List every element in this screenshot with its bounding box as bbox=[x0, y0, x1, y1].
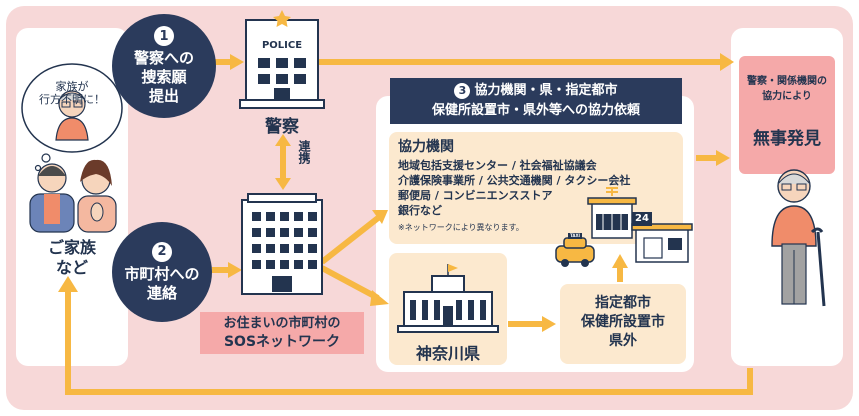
step1-line3: 提出 bbox=[148, 87, 179, 105]
other-cities-line3: 県外 bbox=[609, 333, 637, 349]
result-line1: 警察・関係機関の bbox=[747, 76, 827, 87]
step3-line1: 協力機関・県・指定都市 bbox=[474, 83, 618, 98]
thought-bubble-line1: 家族が bbox=[55, 80, 89, 93]
prefecture-building bbox=[397, 264, 499, 333]
step1-line1: 警察への bbox=[133, 49, 194, 67]
partners-line3: 郵便局 / コンビニエンスストア bbox=[398, 189, 553, 202]
arrow-city-prefecture bbox=[320, 265, 380, 301]
thought-bubble-line2: 行方不明に！ bbox=[39, 93, 105, 106]
other-cities-label: 指定都市 保健所設置市 県外 bbox=[560, 294, 686, 351]
step2-number: 2 bbox=[152, 241, 172, 262]
result-headline: 無事発見 bbox=[753, 129, 821, 149]
arrow-city-partners bbox=[320, 215, 380, 265]
family-label: ご家族 など bbox=[16, 238, 128, 278]
step1-line2: 捜索願 bbox=[141, 68, 187, 86]
city-hall-building bbox=[241, 193, 323, 295]
step3-line2: 保健所設置市・県外等への協力依頼 bbox=[431, 103, 640, 118]
family-illustration bbox=[29, 159, 117, 233]
partners-note: ※ネットワークにより異なります。 bbox=[398, 223, 524, 232]
other-cities-box bbox=[560, 284, 686, 364]
result-line2: 協力により bbox=[762, 91, 812, 102]
prefecture-label: 神奈川県 bbox=[415, 344, 480, 363]
partners-line1: 地域包括支援センター / 社会福祉協議会 bbox=[398, 159, 597, 172]
police-building bbox=[239, 10, 325, 109]
post-office-illustration bbox=[587, 187, 637, 239]
link-label: 連携 bbox=[297, 140, 311, 164]
step1-number: 1 bbox=[154, 26, 174, 46]
city-label-line1: お住まいの市町村の bbox=[223, 316, 341, 331]
police-label: 警察 bbox=[265, 117, 299, 137]
family-label-line1: ご家族 bbox=[47, 238, 96, 257]
convenience-store-illustration bbox=[631, 212, 693, 263]
partners-line4: 銀行など bbox=[398, 204, 442, 217]
taxi-sign: TAXI bbox=[569, 233, 581, 238]
other-cities-line2: 保健所設置市 bbox=[581, 314, 665, 330]
step1-circle: 1 警察への 捜索願 提出 bbox=[112, 14, 216, 118]
partners-line2: 介護保険事業所 / 公共交通機関 / タクシー会社 bbox=[398, 174, 631, 187]
step2-line1: 市町村への bbox=[124, 264, 200, 283]
store-sign: 24 bbox=[635, 213, 649, 224]
thought-bubble-text: 家族が 行方不明に！ bbox=[30, 80, 114, 106]
other-cities-line1: 指定都市 bbox=[595, 295, 651, 311]
result-caption: 警察・関係機関の 協力により bbox=[739, 74, 835, 104]
police-sign: POLICE bbox=[261, 40, 303, 51]
thought-bubble bbox=[21, 63, 123, 172]
city-label-box: お住まいの市町村の SOSネットワーク bbox=[200, 312, 364, 354]
partners-list: 地域包括支援センター / 社会福祉協議会 介護保険事業所 / 公共交通機関 / … bbox=[398, 158, 630, 218]
return-arrow bbox=[65, 288, 753, 395]
elderly-found-illustration bbox=[771, 169, 826, 307]
result-box bbox=[739, 56, 835, 174]
partners-heading: 協力機関 bbox=[398, 139, 454, 155]
family-label-line2: など bbox=[55, 258, 88, 277]
city-label-line2: SOSネットワーク bbox=[223, 334, 341, 350]
step2-circle: 2 市町村への 連絡 bbox=[112, 222, 212, 322]
step3-number: 3 bbox=[454, 83, 471, 99]
taxi-illustration bbox=[555, 233, 595, 267]
step2-line2: 連絡 bbox=[146, 283, 177, 302]
return-arrow-head bbox=[58, 276, 78, 292]
